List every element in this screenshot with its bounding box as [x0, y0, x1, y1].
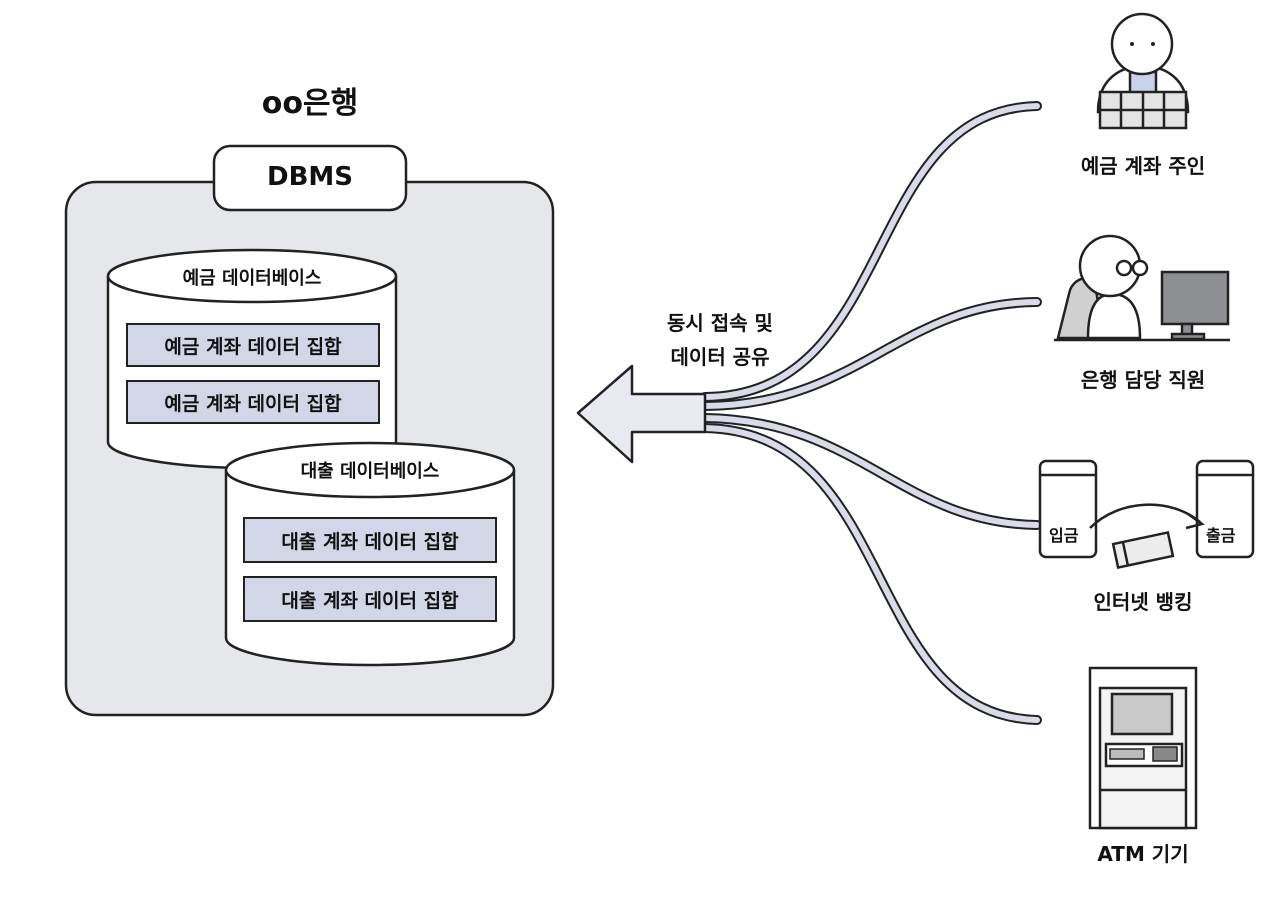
actor-label-bank-staff: 은행 담당 직원 — [1080, 368, 1206, 392]
connection-label-line1: 동시 접속 및 — [667, 311, 773, 335]
actor-label-atm: ATM 기기 — [1097, 842, 1189, 866]
actor-label-internet-banking: 인터넷 뱅킹 — [1093, 590, 1193, 614]
connection-lines — [700, 101, 1042, 725]
actor-label-account-owner: 예금 계좌 주인 — [1080, 154, 1206, 178]
bank-title: oo은행 — [261, 86, 359, 121]
dbms-label: DBMS — [267, 162, 353, 192]
withdraw-label: 출금 — [1206, 526, 1236, 545]
loan-data-set-2: 대출 계좌 데이터 집합 — [243, 576, 497, 622]
deposit-database-title: 예금 데이터베이스 — [182, 268, 322, 289]
shared-access-arrow-icon — [576, 364, 707, 464]
account-owner-icon — [1096, 12, 1190, 130]
deposit-data-set-1: 예금 계좌 데이터 집합 — [126, 323, 380, 367]
dbms-tab — [212, 144, 408, 212]
deposit-label: 입금 — [1049, 526, 1079, 545]
deposit-data-set-2: 예금 계좌 데이터 집합 — [126, 380, 380, 424]
internet-banking-icon — [1038, 459, 1255, 570]
loan-database-title: 대출 데이터베이스 — [300, 461, 440, 482]
connection-label-line2: 데이터 공유 — [670, 345, 770, 369]
loan-data-set-1: 대출 계좌 데이터 집합 — [243, 517, 497, 563]
bank-staff-icon — [1054, 234, 1230, 342]
atm-icon — [1088, 666, 1198, 830]
